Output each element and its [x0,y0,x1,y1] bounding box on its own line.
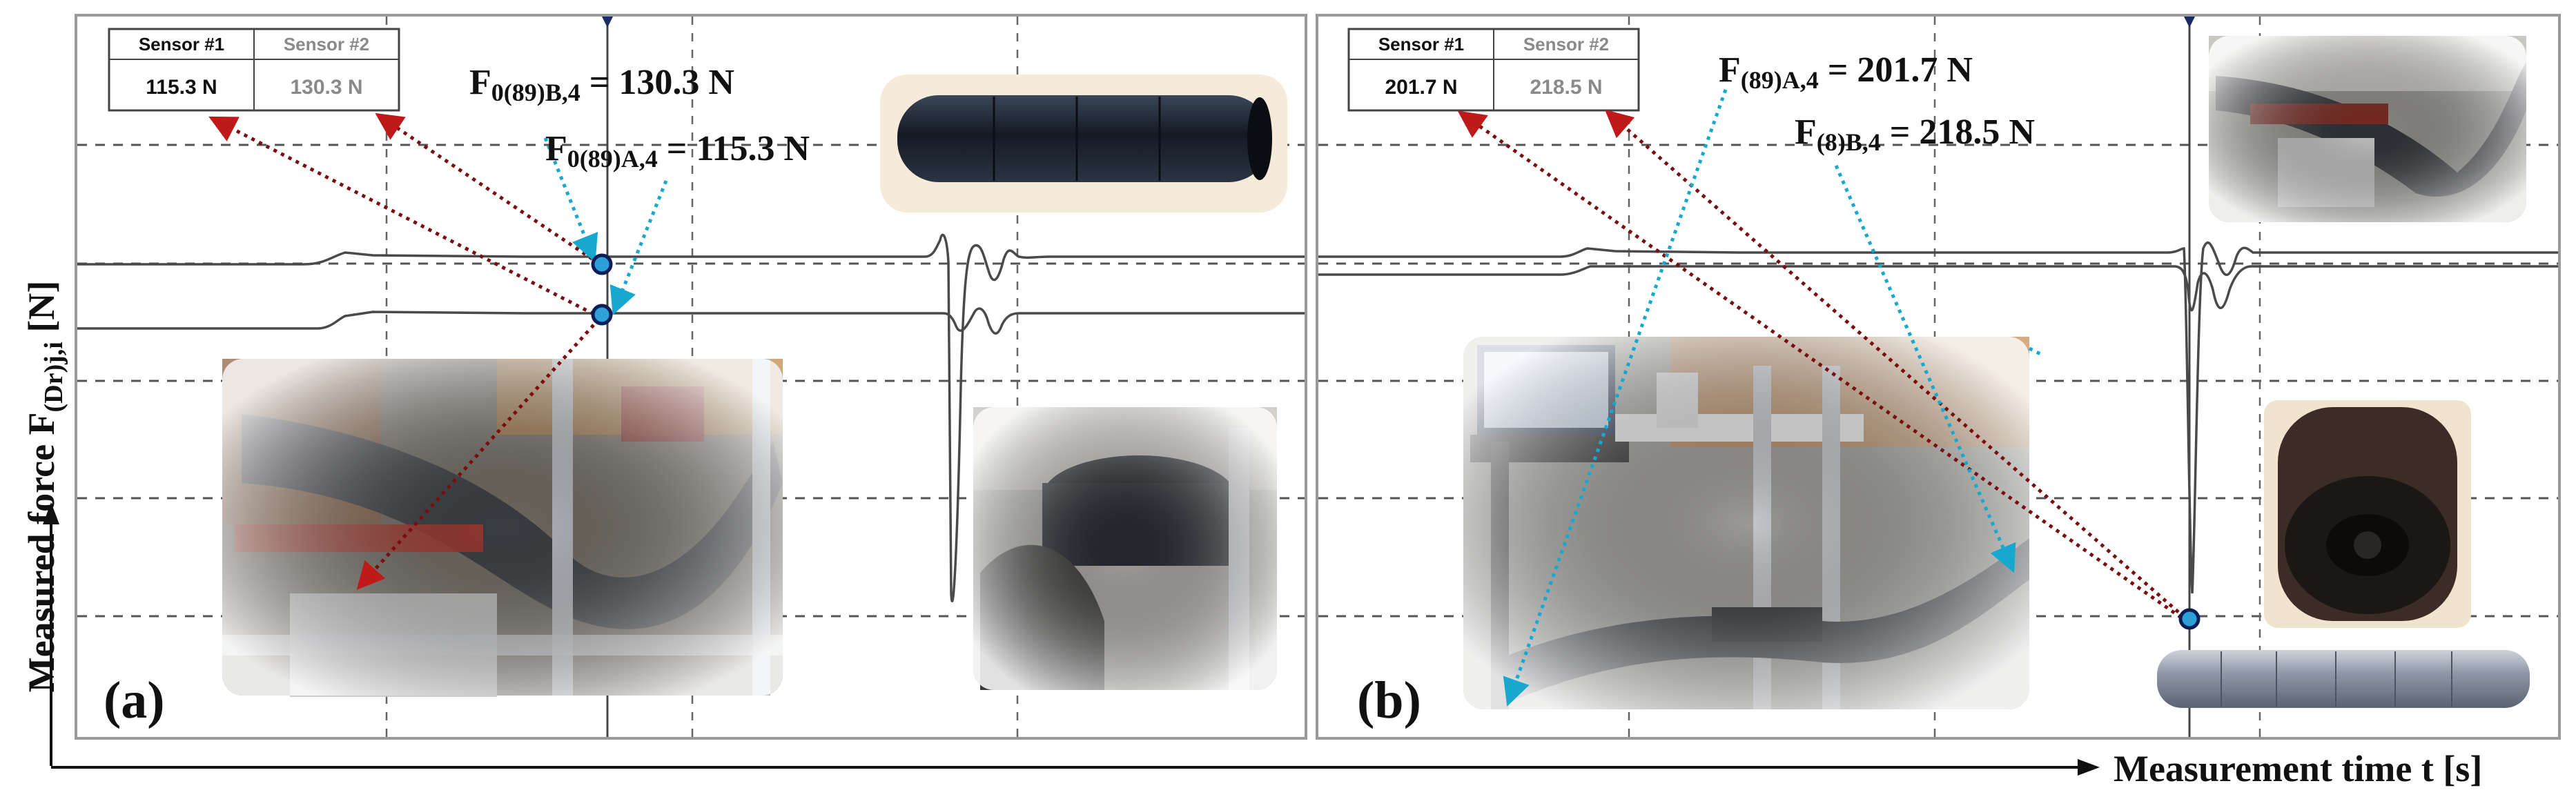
sensor-1-value: 201.7 N [1385,76,1457,99]
marker-sensor-b-b [2178,608,2201,630]
marker-sensor-b [591,253,613,275]
sensor-2-header: Sensor #2 [1523,34,1609,55]
panel-a-label: (a) [104,671,165,729]
sensor-2-value: 130.3 N [290,76,362,99]
marker-sensor-a [591,304,613,326]
signal-sensor-1 [77,307,1305,335]
roller-end-cap-photo [2264,400,2471,628]
sensor-2-header: Sensor #2 [284,34,369,55]
laptop-measurement-station-photo [1463,337,2029,709]
y-axis [43,502,59,766]
panel-a: Sensor #1 Sensor #2 115.3 N 130.3 N [75,14,1307,740]
signal-sensor-2 [77,233,1305,602]
sensor-table-a: Sensor #1 Sensor #2 115.3 N 130.3 N [108,28,400,112]
x-axis-label: Measurement time t [s] [2114,748,2482,789]
sensor-table-b: Sensor #1 Sensor #2 201.7 N 218.5 N [1347,28,1640,112]
idler-roller-photo [880,75,1287,213]
panel-b-pointers [1457,89,2186,707]
annotation-b-a: F(89)A,4 = 201.7 N [1719,50,1973,94]
panel-a-pointers [208,112,668,590]
cursor-marker-icon [2184,17,2195,28]
y-axis-label: Measured force F(Dr)j,i [N] [21,281,68,693]
signal-sensor-1-b [1318,265,2558,312]
x-axis [51,759,2100,776]
sensor-1-header: Sensor #1 [139,34,224,55]
annotation-b-b: F(8)B,4 = 218.5 N [1795,112,2035,156]
panel-b: Sensor #1 Sensor #2 201.7 N 218.5 N [1316,14,2561,740]
sensor-1-header: Sensor #1 [1378,34,1464,55]
signal-sensor-2-b [1318,242,2558,594]
roller-render [2157,650,2530,708]
annotation-a-b: F0(89)B,4 = 130.3 N [469,63,734,106]
belt-conveyor-test-rig-photo [222,359,783,697]
cursor-marker-icon [602,17,613,28]
roller-station-photo [2209,36,2526,222]
annotation-a-a: F0(89)A,4 = 115.3 N [545,129,810,173]
sensor-1-value: 115.3 N [146,76,217,99]
idler-set-photo [973,407,1277,690]
sensor-2-value: 218.5 N [1530,76,1602,99]
panel-b-label: (b) [1357,671,1421,729]
